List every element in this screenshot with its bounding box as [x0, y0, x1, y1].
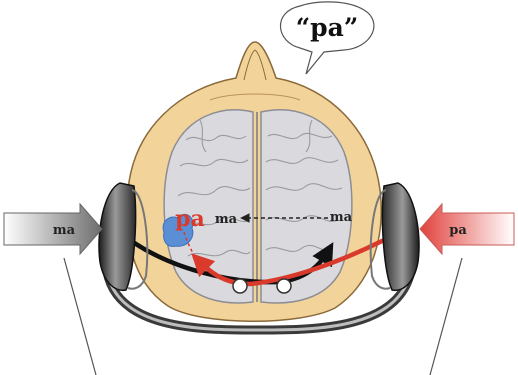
right-cable — [430, 258, 462, 375]
relay-node-right — [277, 279, 291, 293]
left-hemisphere-label: ma — [215, 212, 238, 227]
percept-label: pa — [175, 206, 205, 232]
right-input-arrow: pa — [420, 204, 514, 254]
left-cable — [64, 258, 96, 375]
left-input-label: ma — [53, 223, 76, 238]
right-hemisphere-label: ma — [330, 210, 353, 225]
left-input-arrow: ma — [4, 204, 102, 254]
relay-node-left — [233, 279, 247, 293]
speech-bubble-text: “pa” — [296, 13, 358, 42]
speech-bubble: “pa” — [280, 2, 373, 74]
right-input-label: pa — [449, 223, 467, 238]
